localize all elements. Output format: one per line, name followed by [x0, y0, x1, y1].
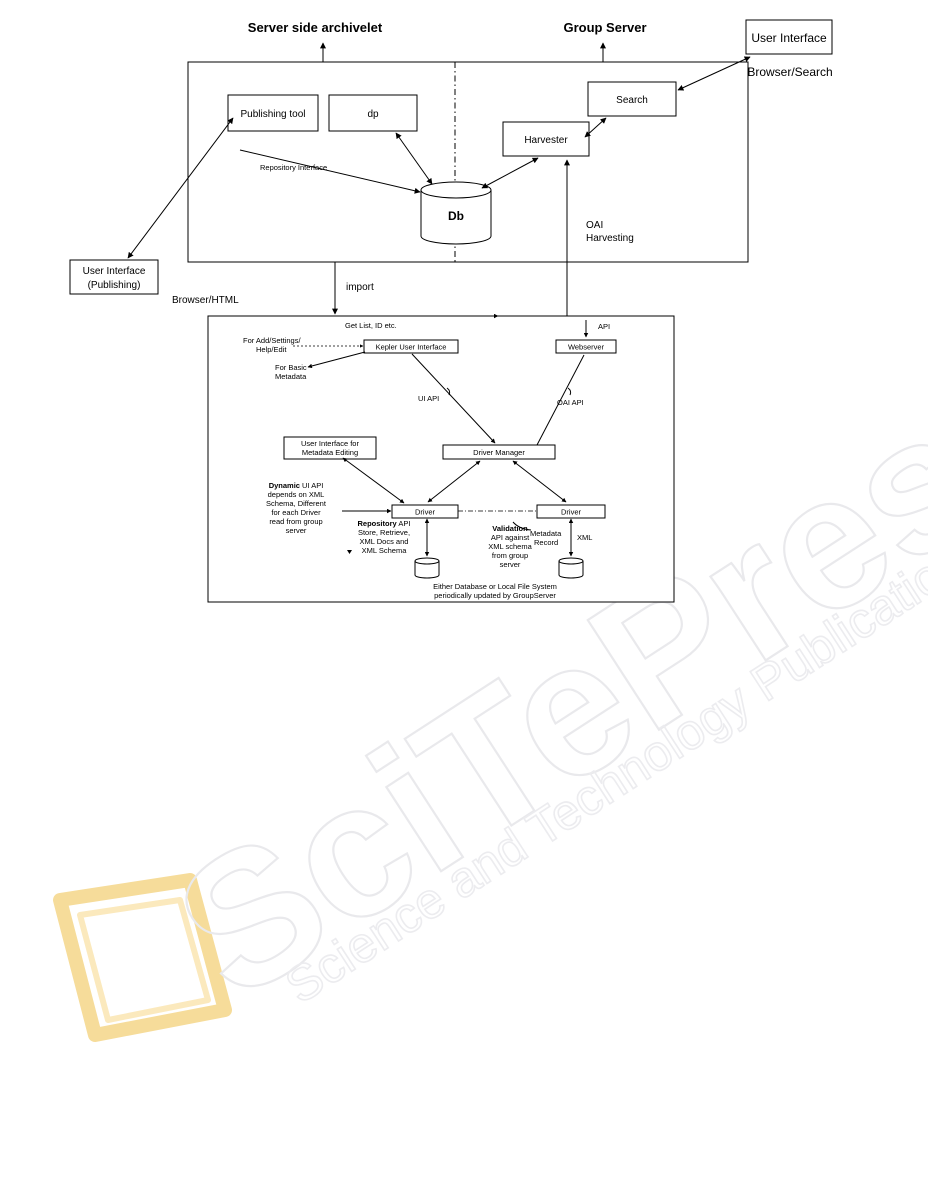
- publishing-tool-node: Publishing tool: [227, 94, 319, 132]
- metadata-record-label-2: Record: [534, 538, 558, 547]
- storage-left-cylinder: [414, 557, 440, 579]
- oai-api-label: OAI API: [557, 398, 584, 407]
- db-cylinder: Db: [420, 181, 492, 245]
- svg-text:Metadata Editing: Metadata Editing: [302, 448, 358, 457]
- arrow-harvester-db: [481, 157, 539, 189]
- repository-api-label: Repository API Store, Retrieve, XML Docs…: [358, 519, 411, 555]
- svg-text:Kepler User Interface: Kepler User Interface: [376, 343, 447, 352]
- svg-text:Dynamic UI API: Dynamic UI API: [269, 481, 324, 490]
- svg-text:depends on XML: depends on XML: [268, 490, 325, 499]
- for-add-label-1: For Add/Settings/: [243, 336, 301, 345]
- for-basic-label-2: Metadata: [275, 372, 307, 381]
- driver-right-node: Driver: [536, 504, 606, 519]
- dp-node: dp: [328, 94, 418, 132]
- get-list-label: Get List, ID etc.: [345, 321, 397, 330]
- driver-left-node: Driver: [391, 504, 459, 519]
- browser-search-label: Browser/Search: [747, 65, 832, 79]
- user-interface-search-node: User Interface: [745, 19, 833, 55]
- svg-text:Driver: Driver: [561, 508, 582, 517]
- group-server-title: Group Server: [563, 20, 646, 35]
- svg-text:User Interface: User Interface: [83, 266, 146, 277]
- svg-text:from group: from group: [492, 551, 528, 560]
- server-side-archivelet-title: Server side archivelet: [248, 20, 383, 35]
- svg-text:read from group: read from group: [269, 517, 322, 526]
- for-basic-label-1: For Basic: [275, 363, 307, 372]
- svg-text:Search: Search: [616, 95, 648, 106]
- arrow-publishing-ui: [127, 117, 234, 259]
- metadata-record-curve: [512, 521, 532, 531]
- either-database-label-1: Either Database or Local File System: [433, 582, 557, 591]
- metadata-record-label-1: Metadata: [530, 529, 562, 538]
- arrow-kepler-driver-manager: [411, 353, 496, 444]
- svg-text:Webserver: Webserver: [568, 343, 605, 352]
- line-webserver-driver-manager: [536, 354, 585, 446]
- either-database-label-2: periodically updated by GroupServer: [434, 591, 556, 600]
- svg-text:User Interface for: User Interface for: [301, 439, 359, 448]
- watermark-logo: [53, 873, 232, 1042]
- svg-text:User Interface: User Interface: [751, 31, 827, 45]
- harvester-node: Harvester: [502, 121, 590, 157]
- svg-text:Store, Retrieve,: Store, Retrieve,: [358, 528, 410, 537]
- svg-text:server: server: [500, 560, 521, 569]
- dynamic-ui-api-label: Dynamic UI API depends on XML Schema, Di…: [266, 481, 327, 535]
- ui-metadata-editing-node: User Interface for Metadata Editing: [283, 436, 377, 460]
- svg-text:API against: API against: [491, 533, 530, 542]
- oai-label-2: Harvesting: [586, 233, 634, 244]
- svg-text:Validation: Validation: [492, 524, 528, 533]
- repository-interface-label: Repository Interface: [260, 163, 327, 172]
- for-add-label-2: Help/Edit: [256, 345, 287, 354]
- search-node: Search: [587, 81, 677, 117]
- svg-text:Db: Db: [448, 209, 464, 223]
- arrow-driver-manager-driver-left: [427, 460, 481, 503]
- arrow-metadata-editing-driver: [342, 457, 405, 504]
- svg-text:for each Driver: for each Driver: [271, 508, 321, 517]
- svg-text:XML Docs and: XML Docs and: [360, 537, 409, 546]
- arrow-for-basic: [307, 351, 366, 369]
- arrow-search-harvester: [584, 117, 607, 138]
- ui-api-label: UI API: [418, 394, 439, 403]
- svg-text:Driver: Driver: [415, 508, 436, 517]
- watermark-logo-inner: [77, 897, 211, 1023]
- arrow-driver-manager-driver-right: [512, 460, 567, 503]
- browser-html-label: Browser/HTML: [172, 295, 239, 306]
- webserver-node: Webserver: [555, 339, 617, 354]
- svg-text:XML Schema: XML Schema: [362, 546, 408, 555]
- user-interface-publishing-node: User Interface (Publishing): [69, 259, 159, 295]
- storage-right-cylinder: [558, 557, 584, 579]
- xml-label: XML: [577, 533, 592, 542]
- svg-text:Driver Manager: Driver Manager: [473, 448, 525, 457]
- svg-text:Harvester: Harvester: [524, 135, 568, 146]
- kepler-container: [207, 315, 675, 603]
- svg-text:(Publishing): (Publishing): [88, 280, 141, 291]
- api-label: API: [598, 322, 610, 331]
- svg-text:dp: dp: [367, 109, 379, 120]
- svg-text:Publishing tool: Publishing tool: [240, 109, 305, 120]
- validation-api-label: Validation API against XML schema from g…: [488, 524, 532, 569]
- oai-api-curve: [567, 387, 572, 396]
- arrow-repo-interface-db: [239, 149, 421, 194]
- import-label: import: [346, 282, 374, 293]
- arrow-dp-db: [395, 132, 433, 185]
- svg-text:Schema, Different: Schema, Different: [266, 499, 327, 508]
- svg-text:XML schema: XML schema: [488, 542, 532, 551]
- arrow-ui-search: [677, 56, 751, 91]
- svg-text:Repository API: Repository API: [358, 519, 411, 528]
- repository-api-marker: [347, 550, 352, 554]
- oai-label-1: OAI: [586, 220, 603, 231]
- driver-manager-node: Driver Manager: [442, 444, 556, 460]
- svg-text:server: server: [286, 526, 307, 535]
- kepler-user-interface-node: Kepler User Interface: [363, 339, 459, 354]
- watermark-logo-square: [53, 873, 232, 1042]
